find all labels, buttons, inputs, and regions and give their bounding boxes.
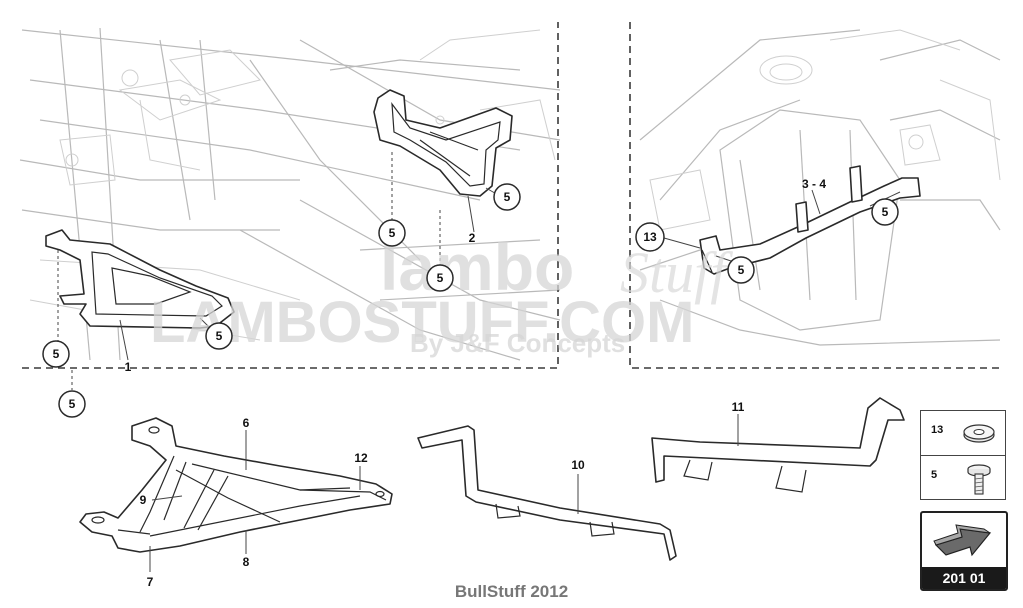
part-11-strap (651, 397, 905, 493)
svg-text:5: 5 (738, 263, 745, 277)
label-part-10: 10 (571, 458, 585, 472)
arrow-icon (933, 524, 992, 557)
label-part-1: 1 (125, 360, 132, 374)
legend-num-5: 5 (931, 469, 938, 481)
svg-text:13: 13 (643, 230, 657, 244)
watermark-script: Stuff (620, 240, 733, 305)
svg-text:5: 5 (69, 397, 76, 411)
label-part-7: 7 (147, 575, 154, 589)
callout-5-e: 5 (42, 340, 70, 368)
watermark-tagline: By J&F Concepts (410, 328, 625, 358)
label-part-2: 2 (469, 231, 476, 245)
legend-row-13: 13 (921, 411, 1005, 455)
page-badge: 201 01 (920, 511, 1008, 591)
part-2-bracket (373, 89, 513, 197)
callout-5-a: 5 (493, 183, 521, 211)
watermark-domain: LAMBOSTUFF.COM (150, 290, 695, 355)
leaders-frame (149, 430, 361, 572)
label-part-12: 12 (354, 451, 368, 465)
label-part-6: 6 (243, 416, 250, 430)
callout-5-b: 5 (378, 219, 406, 247)
hardware-legend: 13 5 (920, 410, 1006, 500)
callout-13: 13 (635, 222, 665, 252)
label-part-3-4: 3 - 4 (802, 177, 826, 191)
frame-right (629, 22, 1000, 369)
part-1-bracket (45, 229, 235, 329)
legend-num-13: 13 (931, 424, 944, 436)
part-10-strap (417, 425, 677, 561)
svg-text:5: 5 (53, 347, 60, 361)
washer-icon (963, 424, 995, 443)
footer-credit: BullStuff 2012 (454, 582, 569, 601)
watermark: lambo Stuff LAMBOSTUFF.COM By J&F Concep… (150, 230, 733, 358)
label-part-11: 11 (732, 400, 745, 414)
chassis-background-left (19, 27, 561, 361)
svg-text:5: 5 (504, 190, 511, 204)
chassis-background-right (639, 29, 1001, 346)
callout-5-f: 5 (58, 390, 86, 418)
bolt-icon (967, 464, 991, 495)
svg-text:5: 5 (882, 205, 889, 219)
callout-5-g: 5 (871, 198, 899, 226)
svg-text:5: 5 (437, 271, 444, 285)
callout-5-d: 5 (205, 322, 233, 350)
legend-row-5: 5 (921, 455, 1005, 500)
watermark-brand: lambo (380, 230, 574, 304)
callout-5-c: 5 (426, 264, 454, 292)
svg-text:5: 5 (389, 226, 396, 240)
callout-5-h: 5 (727, 256, 755, 284)
part-6-9-frame (79, 417, 393, 553)
page-code: 201 01 (922, 567, 1006, 589)
label-part-8: 8 (243, 555, 250, 569)
label-part-9: 9 (140, 493, 147, 507)
svg-text:5: 5 (216, 329, 223, 343)
